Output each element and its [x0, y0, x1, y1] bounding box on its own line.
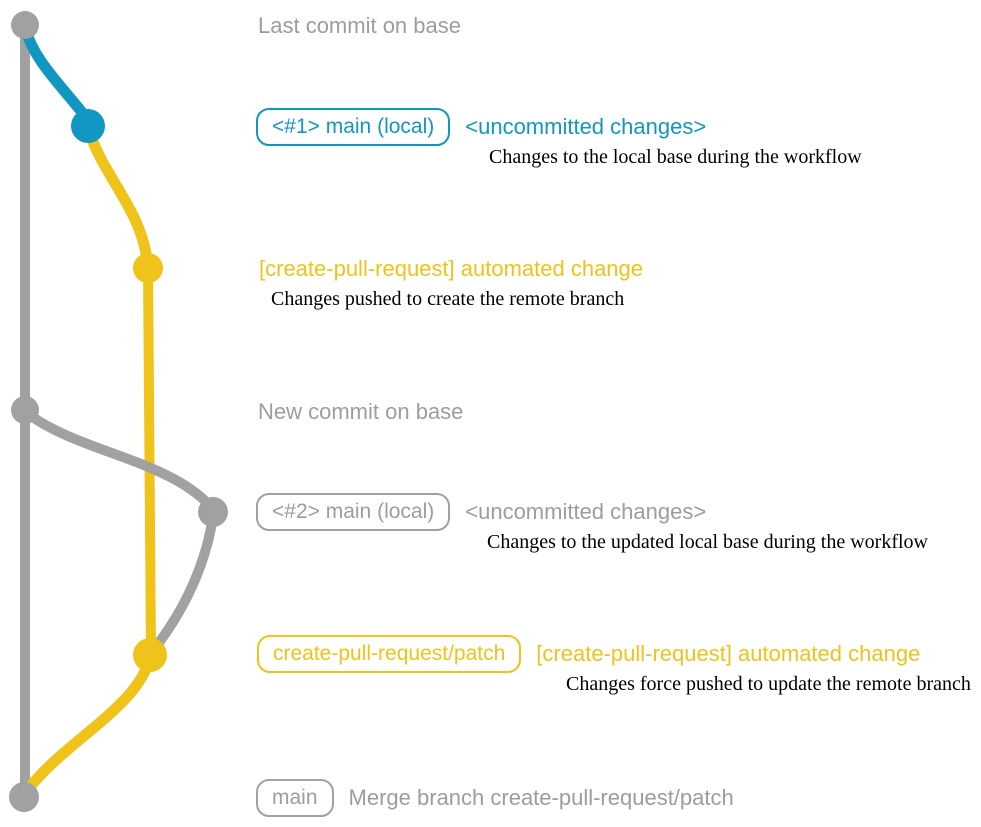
- event-description-automated-1: Changes pushed to create the remote bran…: [271, 288, 625, 310]
- milestone-new-commit-on-base: New commit on base: [258, 399, 464, 424]
- event-title-automated-2: [create-pull-request] automated change: [536, 641, 921, 666]
- event-description-automated-2: Changes force pushed to update the remot…: [566, 673, 971, 695]
- merge-commit-message: Merge branch create-pull-request/patch: [348, 785, 734, 810]
- git-graph: [9, 11, 228, 812]
- commit-node-merge: [9, 782, 39, 812]
- branch-badge-main-local-2: <#2> main (local): [256, 493, 451, 531]
- branch-badge-patch: create-pull-request/patch: [257, 635, 522, 673]
- commit-node-automated-2: [133, 638, 167, 672]
- local-changes-curve: [19, 22, 91, 122]
- commit-node-automated-1: [133, 253, 163, 283]
- event-description-uncommitted-2: Changes to the updated local base during…: [487, 531, 928, 553]
- commit-node-uncommitted-2: [198, 497, 228, 527]
- rebase-curve: [149, 511, 218, 654]
- patch-branch-line: [143, 265, 156, 657]
- event-row-uncommitted-1: <#1> main (local) <uncommitted changes>: [256, 108, 706, 146]
- event-description-uncommitted-1: Changes to the local base during the wor…: [489, 146, 862, 168]
- event-title-uncommitted-2: <uncommitted changes>: [465, 499, 707, 524]
- commit-node-last-base: [11, 11, 39, 39]
- milestone-last-commit-on-base: Last commit on base: [258, 13, 461, 38]
- event-row-automated-2: create-pull-request/patch [create-pull-r…: [257, 635, 920, 673]
- event-title-uncommitted-1: <uncommitted changes>: [465, 114, 707, 139]
- updated-base-curve: [22, 408, 216, 512]
- commit-node-new-base: [11, 396, 39, 424]
- event-row-uncommitted-2: <#2> main (local) <uncommitted changes>: [256, 493, 706, 531]
- commit-node-uncommitted-1: [71, 109, 105, 143]
- merge-curve: [20, 651, 156, 798]
- branch-badge-main: main: [256, 779, 334, 817]
- push-branch-curve: [83, 125, 153, 266]
- branch-badge-main-local-1: <#1> main (local): [256, 108, 451, 146]
- event-row-merge: main Merge branch create-pull-request/pa…: [256, 779, 734, 817]
- event-title-automated-1: [create-pull-request] automated change: [259, 256, 644, 281]
